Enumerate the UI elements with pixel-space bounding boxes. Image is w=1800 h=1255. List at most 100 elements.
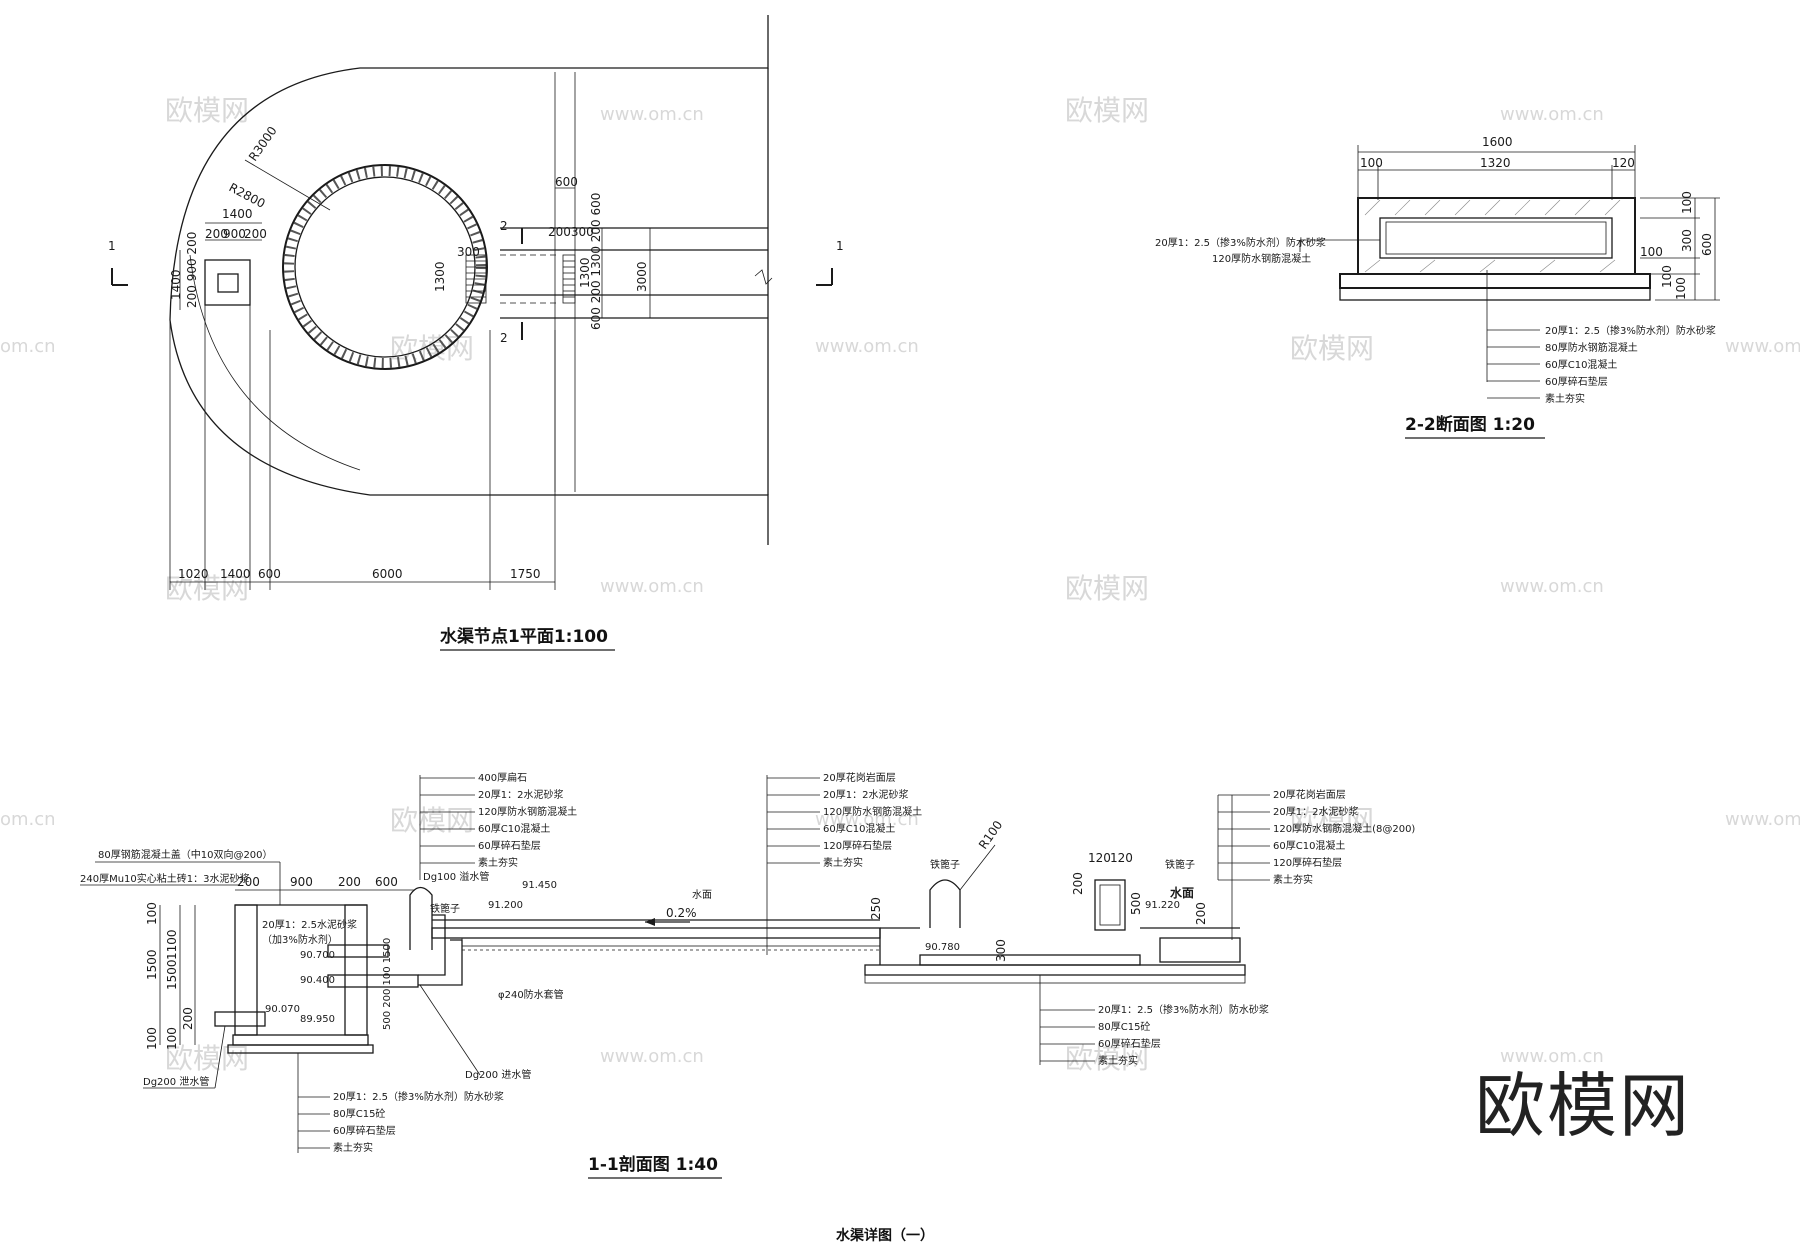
note-m4: 60厚C10混凝土 [823,822,895,835]
note-lb4: 素土夯实 [333,1141,373,1154]
label-dg100: Dg100 溢水管 [423,870,489,883]
leader [419,984,481,1076]
elev-1: 91.450 [522,880,557,891]
dim-v100: 100 [1680,191,1694,214]
dim-120: 120 [1110,851,1133,865]
dim-300: 300 [994,939,1008,962]
dim-v100b: 100 [1640,245,1663,259]
dim-1400: 1400 [222,207,253,221]
pit-wall-left [234,904,258,1036]
section-label-2-top: 2 [500,219,508,233]
brand-logo: 欧模网 [1475,1065,1691,1147]
note-m2: 20厚1：2水泥砂浆 [823,788,908,801]
label-grate-a: 铁篦子 [430,902,460,915]
watermark-url: om.cn [0,809,56,830]
label-water-b: 水面 [1170,885,1194,900]
elev-6: 89.950 [300,1014,335,1025]
elev-3: 90.700 [300,950,335,961]
note-bottom-1: 20厚1：2.5（掺3%防水剂）防水砂浆 [1545,324,1716,337]
elev-2: 91.200 [488,900,523,911]
dim-v100c: 100 [165,1027,179,1050]
watermark-url: www.om.cn [815,809,919,830]
dim-200: 200 [244,227,267,241]
dim-1320: 1320 [1480,156,1511,170]
dim-200-300: 200300 [548,225,594,239]
watermark-brand: 欧模网 [1065,572,1149,605]
watermark-brand: 欧模网 [1065,1042,1149,1075]
watermark-url: www.om.cn [1500,1046,1604,1067]
watermark-url: www.om.cn [600,576,704,597]
note-rb4: 素土夯实 [1098,1054,1138,1067]
watermark-url: www.om.cn [1500,104,1604,125]
dim-v100c: 100 [1660,265,1674,288]
note-bottom-4: 60厚碎石垫层 [1545,375,1608,388]
note-r5: 120厚碎石垫层 [1273,856,1342,869]
note-l1: 400厚扁石 [478,771,527,784]
label-water-a: 水面 [692,889,712,901]
note-lb2: 80厚C15砼 [333,1107,385,1120]
steps-left [465,254,487,304]
drain-pipe [214,1011,266,1027]
dim-250: 250 [869,897,883,920]
section22-title: 2-2断面图 1:20 [1405,414,1535,435]
note-cover: 80厚钢筋混凝土盖（中10双向@200） [98,848,273,861]
dim-1400: 1400 [220,567,251,581]
section-1-1: 400厚扁石 20厚1：2水泥砂浆 120厚防水钢筋混凝土 60厚C10混凝土 … [80,771,1415,1179]
watermark-url: www.om.cn [1500,576,1604,597]
notes-right-bottom: 20厚1：2.5（掺3%防水剂）防水砂浆 80厚C15砼 60厚碎石垫层 素土夯… [1040,1003,1269,1067]
radius-outer: R3000 [246,124,280,164]
watermark-brand: 欧模网 [1065,94,1149,127]
curb-stone [929,879,961,928]
dim-200: 200 [205,227,228,241]
watermark-brand: 欧模网 [165,1042,249,1075]
note-rb1: 20厚1：2.5（掺3%防水剂）防水砂浆 [1098,1003,1269,1016]
watermark-brand: 欧模网 [165,94,249,127]
notes-left-top: 400厚扁石 20厚1：2水泥砂浆 120厚防水钢筋混凝土 60厚C10混凝土 … [420,771,577,869]
dim-left-stack: 200 900 200 [185,232,199,308]
plan-outline [169,15,769,545]
section-label-1-left: 1 [108,239,116,253]
dim-v1500a: 1500 [145,949,159,980]
dim-3000: 3000 [635,261,649,292]
section-label-1-right: 1 [836,239,844,253]
channel-body [1357,197,1636,275]
note-m1: 20厚花岗岩面层 [823,771,896,784]
pipe-route [418,939,463,986]
note-l6: 素土夯实 [478,856,518,869]
channel-base [461,937,881,947]
pool-inner-circle [294,176,476,358]
notes-mid-top: 20厚花岗岩面层 20厚1：2水泥砂浆 120厚防水钢筋混凝土 60厚C10混凝… [767,771,922,869]
note-top-1: 20厚1：2.5（掺3%防水剂）防水砂浆 [1155,236,1326,249]
watermark-brand: 欧模网 [165,572,249,605]
dim-v600: 600 [1700,233,1714,256]
dim-stack-right: 600 200 1300 200 600 [589,193,603,330]
label-radius: R100 [976,818,1005,852]
pit-slab [232,1034,369,1046]
dim-600: 600 [258,567,281,581]
radius-leader [244,159,331,211]
label-slope: 0.2% [666,906,697,920]
dim-1600: 1600 [1482,135,1513,149]
watermark-brand: 欧模网 [390,804,474,837]
section-label-2-bottom: 2 [500,331,508,345]
dim-v1100: 1100 [165,929,179,960]
channel-void [1379,217,1613,259]
elev-5: 90.070 [265,1004,300,1015]
label-240: φ240防水套管 [498,988,564,1001]
mortar-line [1385,221,1607,255]
inlet-pipe [327,974,419,988]
note-r2: 20厚1：2水泥砂浆 [1273,805,1358,818]
base-slab [1339,273,1651,289]
label-dg200-out: Dg200 泄水管 [143,1075,209,1088]
dim-1300-left: 1300 [433,261,447,292]
note-l3: 120厚防水钢筋混凝土 [478,805,577,818]
dim-v100b: 100 [145,1027,159,1050]
right-slab [1159,937,1241,963]
sheet-title: 水渠详图（一） [836,1227,934,1244]
channel-floor [431,927,881,939]
dim-stack-mid: 500 200 100 1500 [382,938,393,1030]
plan-title: 水渠节点1平面1:100 [440,626,608,647]
outlet-box [204,259,251,306]
dim-900: 900 [223,227,246,241]
